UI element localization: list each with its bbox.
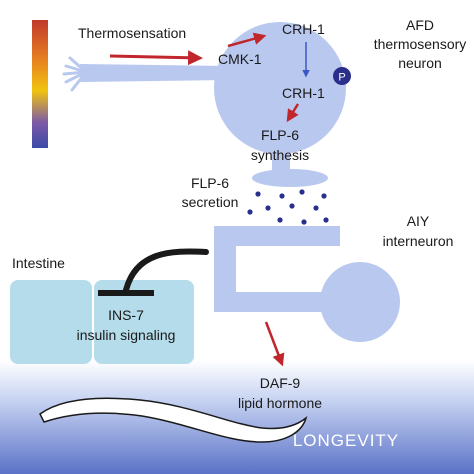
daf9-line1: DAF-9 — [260, 375, 301, 391]
afd-cell-body — [214, 22, 346, 154]
cmk1-label: CMK-1 — [218, 51, 262, 67]
afd-synaptic-terminal — [252, 169, 328, 187]
aiy-cell-body — [320, 262, 400, 342]
intestine — [10, 280, 194, 364]
afd-neuron — [62, 22, 346, 187]
longevity-band — [0, 360, 474, 474]
vesicle-dot — [323, 217, 329, 223]
flp6-secretion-line1: FLP-6 — [191, 175, 229, 191]
inhibition-line — [123, 248, 209, 293]
intestine-cell-left — [10, 280, 92, 364]
phospho-icon — [333, 67, 351, 85]
worm-icon — [39, 397, 308, 443]
flp6-synthesis-line1: FLP-6 — [261, 127, 299, 143]
vesicle-dot — [277, 217, 283, 223]
afd-label-line1: AFD — [406, 17, 434, 33]
thermosensation-label: Thermosensation — [78, 25, 186, 41]
vesicle-dots — [247, 189, 329, 225]
aiy-label-line1: AIY — [407, 213, 430, 229]
vesicle-dot — [313, 205, 319, 211]
vesicle-dot — [321, 193, 327, 199]
crh1-bottom-label: CRH-1 — [282, 85, 325, 101]
vesicle-dot — [289, 203, 295, 209]
longevity-label: LONGEVITY — [293, 431, 399, 450]
ins7-line1: INS-7 — [108, 307, 144, 323]
thermosensation-arrow — [109, 50, 203, 66]
afd-dendrite — [80, 64, 230, 82]
intestine-label: Intestine — [12, 255, 65, 271]
flp6-synthesis-arrow — [286, 103, 300, 123]
aiy-label-line2: interneuron — [383, 233, 454, 249]
vesicle-dot — [301, 219, 307, 225]
flp6-secretion-line2: secretion — [182, 194, 239, 210]
daf9-line2: lipid hormone — [238, 395, 322, 411]
aiy-interneuron — [214, 226, 400, 342]
phospho-label: P — [338, 72, 345, 84]
afd-label-line3: neuron — [398, 55, 442, 71]
daf9-arrow — [264, 321, 285, 367]
vesicle-dot — [247, 209, 253, 215]
cmk1-arrow — [227, 32, 267, 48]
intestine-cell-right — [94, 280, 194, 364]
vesicle-dot — [279, 193, 285, 199]
vesicle-dot — [265, 205, 271, 211]
crh1-top-label: CRH-1 — [282, 21, 325, 37]
flp6-synthesis-line2: synthesis — [251, 147, 309, 163]
vesicle-dot — [299, 189, 305, 195]
temperature-gradient-bar — [32, 20, 48, 148]
vesicle-dot — [255, 191, 261, 197]
ins7-line2: insulin signaling — [77, 327, 176, 343]
afd-label-line2: thermosensory — [374, 36, 467, 52]
